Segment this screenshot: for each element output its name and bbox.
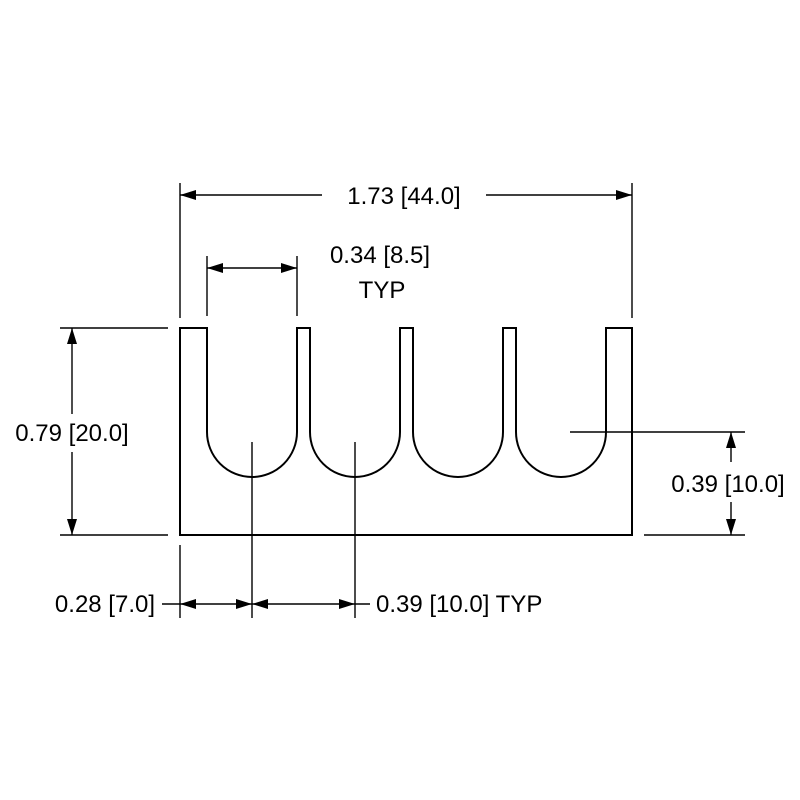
arrowhead-overall-height-bottom bbox=[67, 519, 77, 535]
arrowhead-overall-width-left bbox=[180, 190, 196, 200]
arrowhead-slot-bottom-bottom bbox=[726, 519, 736, 535]
label-slot-width: 0.34 [8.5] bbox=[330, 242, 430, 269]
label-overall-width: 1.73 [44.0] bbox=[347, 183, 460, 210]
label-first-slot-offset: 0.28 [7.0] bbox=[55, 591, 155, 618]
arrowhead-slot-pitch-right bbox=[339, 599, 355, 609]
arrowhead-slot-bottom-top bbox=[726, 432, 736, 448]
arrowhead-overall-height-top bbox=[67, 328, 77, 344]
label-slot-bottom-height: 0.39 [10.0] bbox=[671, 471, 784, 498]
arrowhead-slot-width-left bbox=[207, 263, 223, 273]
arrowhead-slot-pitch-left bbox=[252, 599, 268, 609]
label-slot-width-note: TYP bbox=[359, 277, 406, 304]
arrowhead-first-slot-offset-right bbox=[236, 599, 252, 609]
slotted-bar-outline bbox=[179, 327, 633, 536]
arrowhead-slot-width-right bbox=[281, 263, 297, 273]
label-slot-pitch: 0.39 [10.0] TYP bbox=[376, 591, 542, 618]
arrowhead-overall-width-right bbox=[616, 190, 632, 200]
arrowhead-first-slot-offset-left bbox=[180, 599, 196, 609]
label-overall-height: 0.79 [20.0] bbox=[15, 420, 128, 447]
